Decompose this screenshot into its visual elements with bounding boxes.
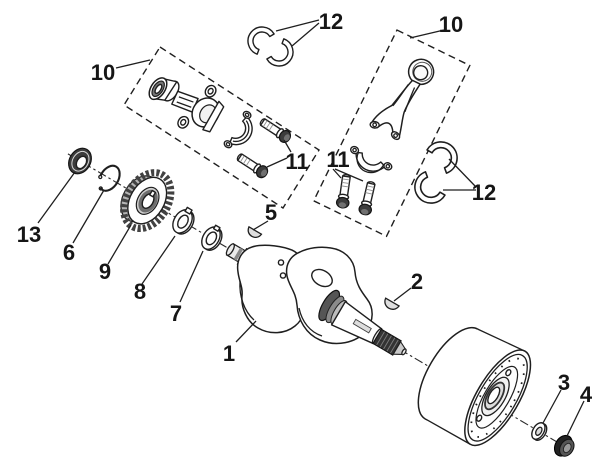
- bearing-shell-12: [266, 38, 294, 67]
- nut-4: [553, 434, 575, 457]
- woodruff-key-2: [384, 297, 401, 310]
- callout-12-top: 12: [319, 9, 343, 34]
- washer-3: [531, 422, 548, 441]
- callout-9: 9: [99, 259, 111, 284]
- callout-8: 8: [134, 279, 146, 304]
- callout-1: 1: [223, 341, 235, 366]
- callout-6: 6: [63, 240, 75, 265]
- connecting-rod-right: [369, 58, 435, 141]
- callout-7: 7: [170, 301, 182, 326]
- callout-11-right: 11: [326, 147, 349, 172]
- washer-tab: [212, 224, 221, 232]
- circlip-6: [97, 164, 121, 192]
- gear-keyway-notch: [148, 189, 157, 198]
- rod-bearing-cap-left: [223, 110, 253, 149]
- leader-lines: [37, 19, 585, 437]
- bearing-shell-12: [422, 138, 461, 176]
- flywheel-rivet-ring: [470, 357, 526, 438]
- callout-4: 4: [580, 382, 593, 407]
- seal-washer-13: [68, 147, 92, 175]
- callout-2: 2: [411, 269, 423, 294]
- callout-12-right: 12: [472, 180, 496, 205]
- washer-7: [201, 224, 223, 251]
- washer-tab: [184, 206, 193, 215]
- rod-bolt-11: [357, 179, 379, 217]
- crank-taper-shaft: [330, 300, 407, 356]
- shaft-keyway-slot: [352, 318, 372, 334]
- crank-web-eye: [311, 268, 333, 288]
- flywheel-rotor: [417, 326, 532, 447]
- rod-bolt-11: [234, 150, 271, 181]
- callout-13: 13: [17, 222, 41, 247]
- con-rod-kit-box-right: [312, 29, 471, 238]
- callout-5: 5: [265, 200, 277, 225]
- connecting-rod-left: [148, 77, 225, 133]
- callout-10-left: 10: [91, 60, 115, 85]
- drive-gear-9: [120, 169, 175, 233]
- woodruff-key-5: [247, 225, 263, 238]
- bearing-shell-12: [247, 26, 275, 55]
- rod-bearing-cap-right: [349, 145, 393, 174]
- con-rod-kit-box-left: [123, 46, 320, 209]
- callout-11-left: 11: [285, 149, 308, 174]
- lock-washer-8: [172, 206, 195, 235]
- callout-10-right: 10: [439, 12, 463, 37]
- callout-3: 3: [558, 370, 570, 395]
- rod-bolt-11: [335, 173, 354, 210]
- bearing-shell-12: [411, 169, 450, 207]
